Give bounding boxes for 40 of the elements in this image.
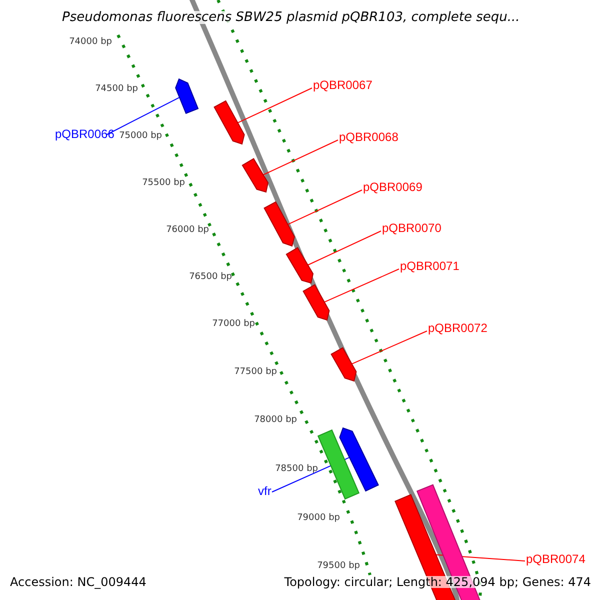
gene-label: pQBR0072 bbox=[428, 322, 488, 334]
gene-label: pQBR0071 bbox=[400, 260, 460, 272]
gene-block bbox=[214, 100, 245, 145]
gene-block bbox=[339, 427, 379, 492]
gene-block bbox=[264, 201, 295, 247]
gene-label: pQBR0067 bbox=[313, 79, 372, 91]
accession-text: Accession: NC_009444 bbox=[10, 576, 146, 588]
gene-label: pQBR0069 bbox=[363, 181, 422, 193]
gene-block bbox=[302, 284, 330, 321]
scale-label: 75000 bp bbox=[119, 132, 162, 141]
title: Pseudomonas fluorescens SBW25 plasmid pQBR103, complete sequ... bbox=[62, 11, 520, 24]
gene-label: pQBR0070 bbox=[382, 222, 442, 234]
leader-line bbox=[237, 88, 312, 124]
leader-line bbox=[324, 268, 400, 303]
scale-label: 74000 bp bbox=[69, 38, 112, 47]
info-text: Topology: circular; Length: 425,094 bp; Genes: 474 bbox=[284, 576, 591, 588]
scale-label: 78000 bp bbox=[254, 416, 297, 425]
gene-block bbox=[286, 247, 314, 284]
scale-label: 77000 bp bbox=[212, 320, 255, 329]
leader-line bbox=[307, 230, 382, 266]
leader-line bbox=[106, 96, 180, 136]
gene-block bbox=[242, 158, 269, 193]
gene-block bbox=[175, 78, 199, 114]
leader-line bbox=[262, 140, 338, 176]
gene-block bbox=[317, 429, 360, 500]
scale-label: 79000 bp bbox=[297, 514, 340, 523]
gene-label: pQBR0068 bbox=[339, 131, 398, 143]
scale-label: 74500 bp bbox=[95, 85, 138, 94]
gene-label: pQBR0066 bbox=[55, 128, 114, 140]
gene-block bbox=[330, 347, 357, 382]
scale-label: 79500 bp bbox=[317, 562, 360, 571]
leader-line bbox=[351, 330, 428, 364]
gene-label: pQBR0074 bbox=[526, 553, 586, 565]
scale-label: 76000 bp bbox=[166, 226, 209, 235]
scale-label: 77500 bp bbox=[234, 368, 277, 377]
scale-label: 75500 bp bbox=[142, 179, 185, 188]
scale-label: 76500 bp bbox=[189, 273, 232, 282]
scale-label: 78500 bp bbox=[275, 465, 318, 474]
leader-line bbox=[287, 190, 362, 225]
gene-label: vfr bbox=[258, 485, 272, 497]
